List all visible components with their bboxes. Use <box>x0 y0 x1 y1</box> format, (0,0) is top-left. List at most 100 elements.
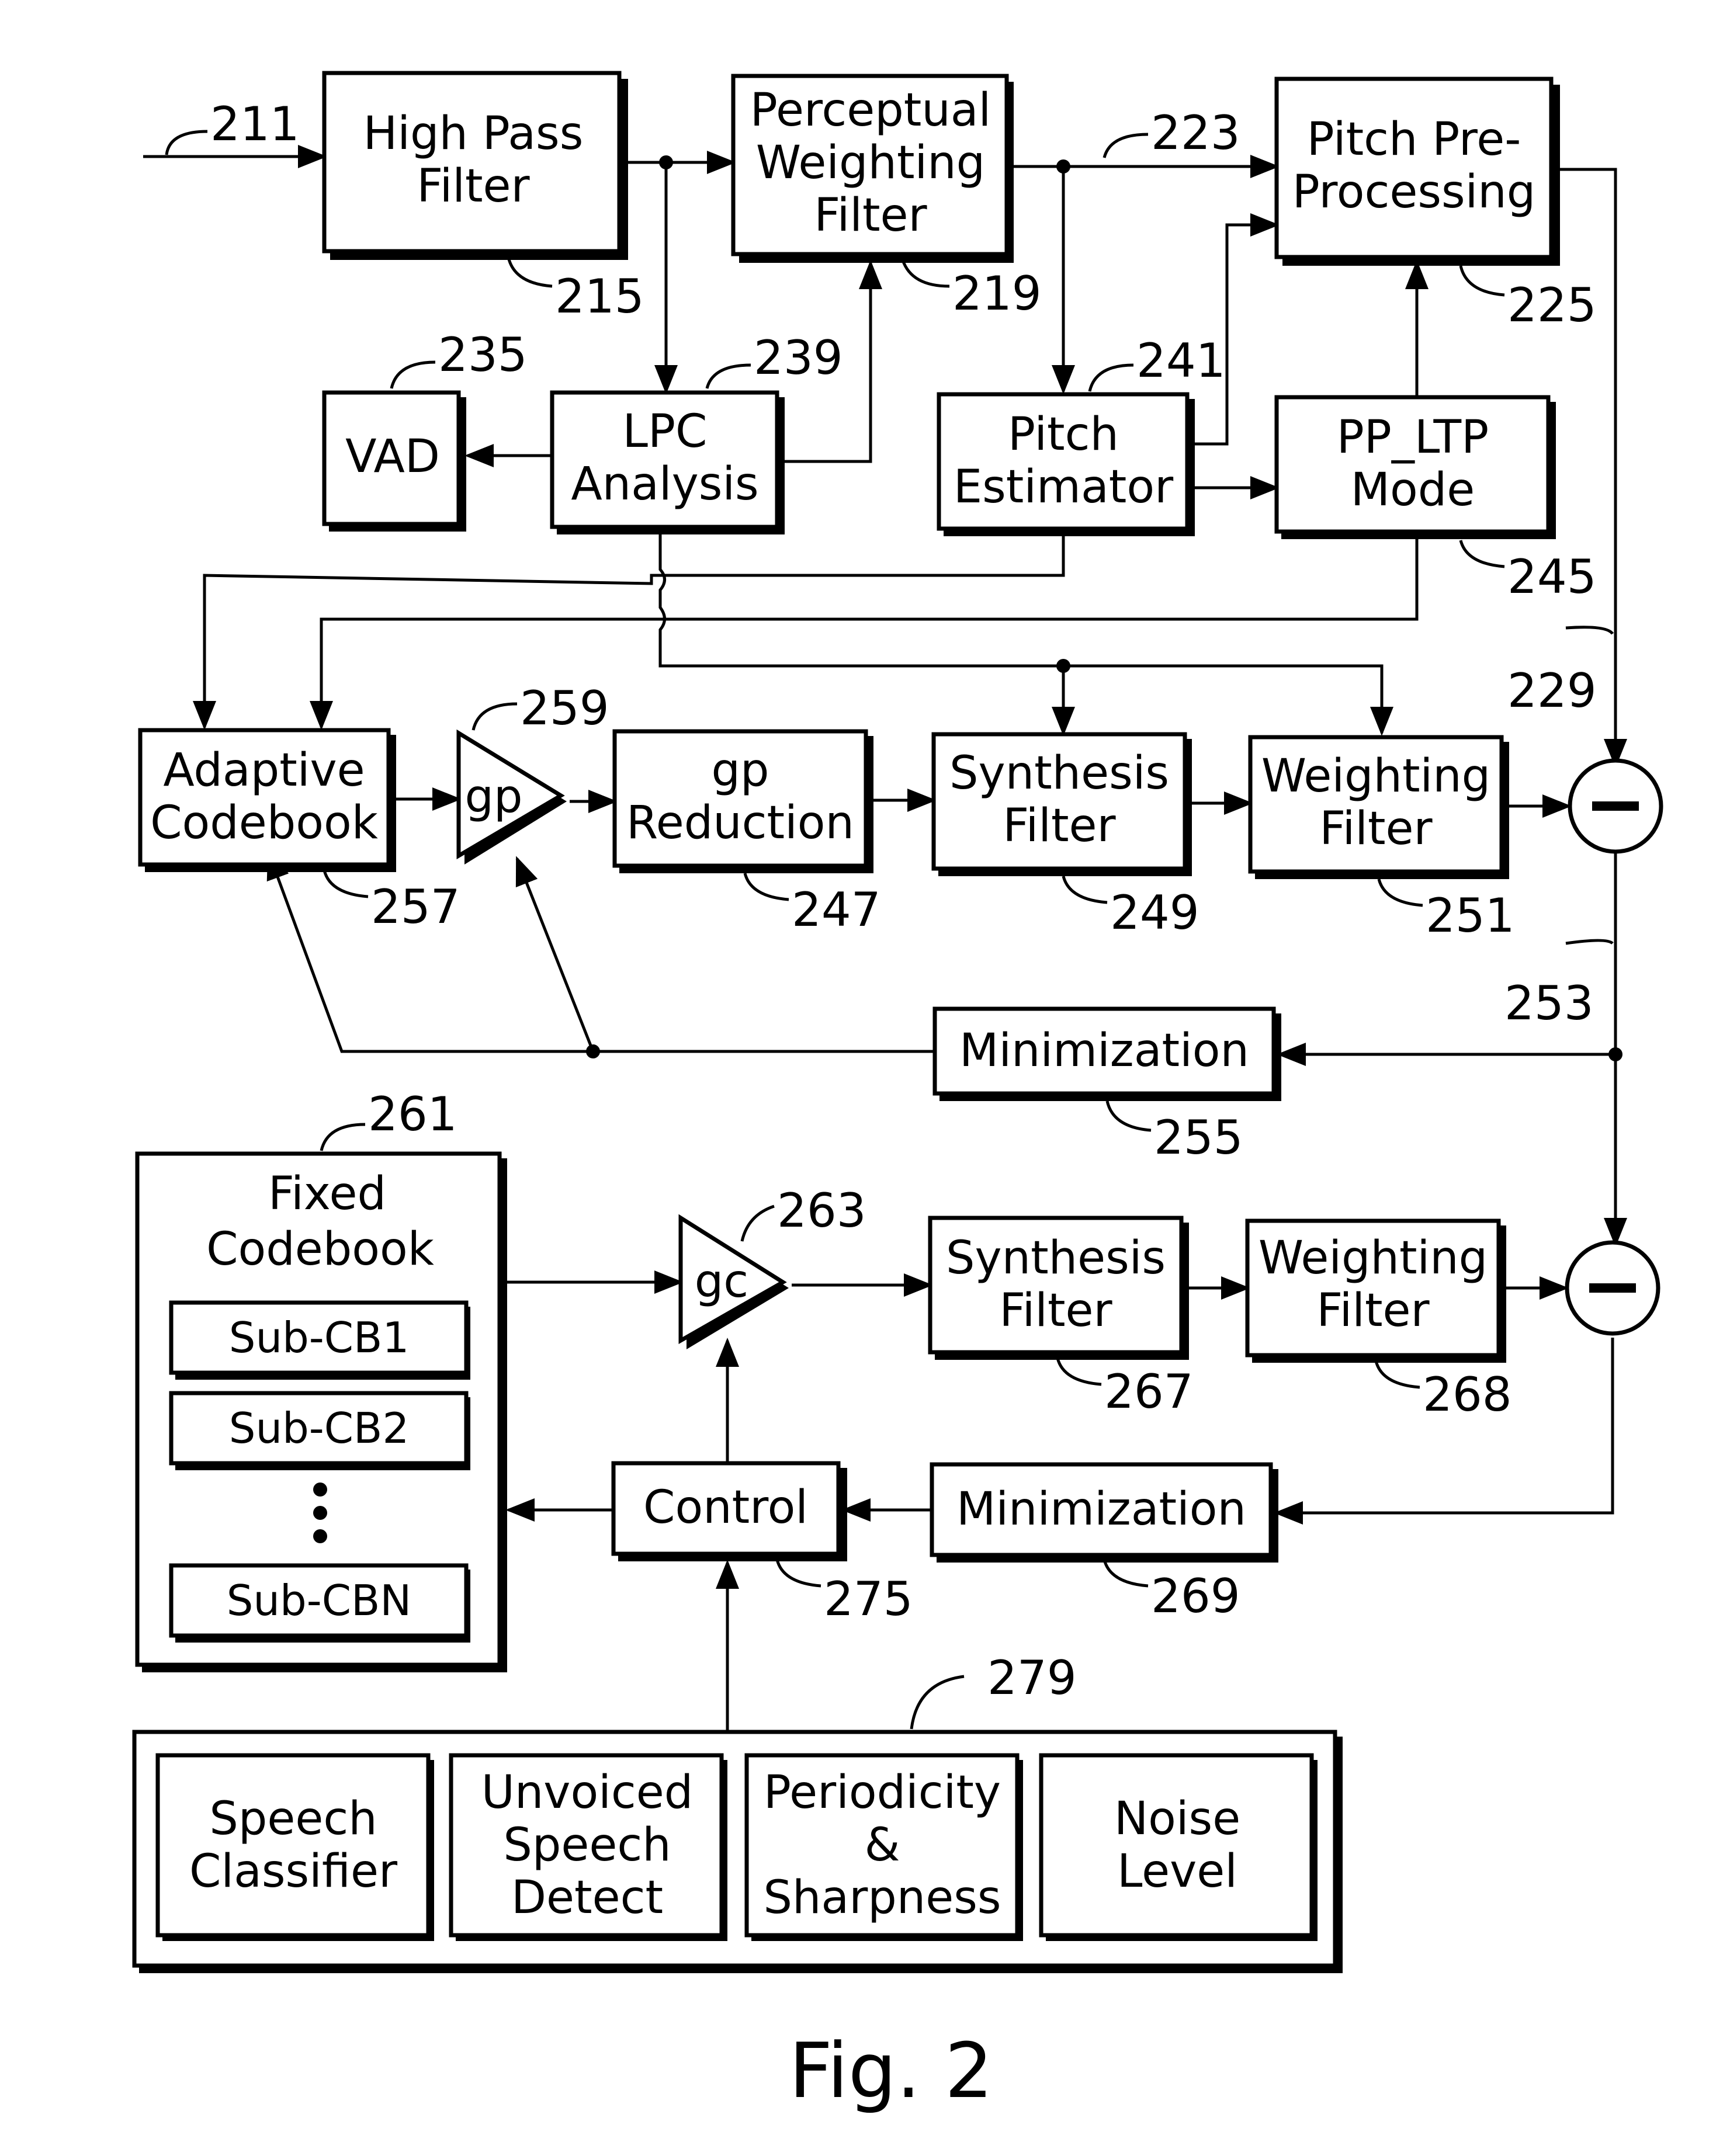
vad-block: VAD <box>322 390 466 532</box>
ref-251: 251 <box>1426 888 1515 943</box>
ellipsis-dots <box>313 1483 327 1543</box>
ref-247: 247 <box>792 883 881 937</box>
ppltp-label-1: PP_LTP <box>1337 411 1489 464</box>
weighting-filter-1-block: Weighting Filter <box>1248 735 1509 879</box>
synthesis-filter-1-block: Synthesis Filter <box>931 732 1192 876</box>
reference-labels: 211 215 219 223 225 235 239 241 245 229 … <box>165 97 1614 1730</box>
leader-269 <box>1103 1559 1149 1588</box>
synthesis-filter-2-block: Synthesis Filter <box>928 1216 1189 1360</box>
leader-251 <box>1377 879 1423 907</box>
wf2-label-2: Filter <box>1316 1284 1430 1337</box>
min2-label: Minimization <box>956 1483 1246 1536</box>
leader-268 <box>1374 1360 1420 1389</box>
blocks: High Pass Filter Perceptual Weighting Fi… <box>132 71 1663 1973</box>
wf1-label-1: Weighting <box>1261 750 1490 803</box>
hpf-label-1: High Pass <box>363 107 584 160</box>
leader-245 <box>1459 540 1505 568</box>
pwf-label-1: Perceptual <box>750 84 991 137</box>
lpc-analysis-block: LPC Analysis <box>550 390 785 534</box>
minimization-1-block: Minimization <box>932 1006 1281 1101</box>
ref-259: 259 <box>520 681 609 735</box>
pas-label-3: Sharpness <box>763 1872 1001 1924</box>
ref-257: 257 <box>371 880 460 934</box>
sub-codebook-n: Sub-CBN <box>169 1563 470 1643</box>
pe-label-2: Estimator <box>954 461 1174 513</box>
uvd-label-1: Unvoiced <box>481 1766 693 1819</box>
subtractor-2 <box>1565 1240 1660 1336</box>
control-block: Control <box>611 1461 847 1561</box>
acb-label-1: Adaptive <box>163 744 365 797</box>
fcb-label-1: Fixed <box>268 1168 386 1220</box>
syn1-label-1: Synthesis <box>949 747 1169 800</box>
leader-241 <box>1088 363 1134 392</box>
sub1-label: Sub-CB1 <box>229 1313 410 1362</box>
leader-261 <box>320 1123 366 1151</box>
ref-245: 245 <box>1507 550 1597 604</box>
minus-sign-icon <box>1589 1283 1636 1293</box>
lpc-to-wf1 <box>658 532 1393 736</box>
min1-to-gp <box>515 856 595 1052</box>
leader-247 <box>743 873 789 901</box>
syn1-label-2: Filter <box>1003 800 1116 852</box>
perceptual-weighting-filter-block: Perceptual Weighting Filter <box>731 74 1014 263</box>
ref-223: 223 <box>1151 106 1240 160</box>
high-pass-filter-block: High Pass Filter <box>322 71 628 260</box>
min1-to-acb <box>266 850 935 1053</box>
wf1-label-2: Filter <box>1319 803 1433 855</box>
pwf-label-3: Filter <box>814 189 927 242</box>
leader-225 <box>1459 265 1505 297</box>
leader-211 <box>165 130 208 155</box>
pitch-preprocessing-block: Pitch Pre- Processing <box>1274 77 1560 266</box>
lpc-label-2: Analysis <box>571 458 758 511</box>
pe-to-ppp <box>1192 213 1280 446</box>
lpc-to-pwf <box>780 260 882 463</box>
ref-241: 241 <box>1136 334 1226 388</box>
gpr-label-1: gp <box>711 744 769 797</box>
junction-dot <box>1056 659 1070 673</box>
junction-dot <box>586 1044 600 1058</box>
ref-269: 269 <box>1151 1569 1240 1623</box>
ref-219: 219 <box>952 266 1042 321</box>
noise-level-block: Noise Level <box>1039 1753 1318 1941</box>
ref-249: 249 <box>1110 886 1199 940</box>
subtractor-1 <box>1568 758 1663 854</box>
leader-257 <box>323 870 369 898</box>
ppp-to-sub1 <box>1557 168 1627 768</box>
ref-263: 263 <box>777 1183 866 1238</box>
unvoiced-speech-detect-block: Unvoiced Speech Detect <box>449 1753 727 1941</box>
ref-253: 253 <box>1504 976 1594 1030</box>
leader-229 <box>1565 626 1614 635</box>
lpc-label-1: LPC <box>623 405 708 458</box>
ref-255: 255 <box>1154 1110 1243 1165</box>
leader-235 <box>390 360 436 389</box>
ref-215: 215 <box>555 269 644 324</box>
classifier-group-block: Speech Classifier Unvoiced Speech Detect… <box>132 1730 1343 1973</box>
sub-codebook-1: Sub-CB1 <box>169 1300 470 1380</box>
weighting-filter-2-block: Weighting Filter <box>1245 1218 1506 1363</box>
figure-title: Fig. 2 <box>789 2026 993 2115</box>
pitch-estimator-block: Pitch Estimator <box>937 392 1195 536</box>
minimization-2-block: Minimization <box>930 1462 1278 1563</box>
hpf-label-2: Filter <box>417 160 530 213</box>
ppp-label-1: Pitch Pre- <box>1307 113 1521 166</box>
min1-label: Minimization <box>959 1025 1249 1077</box>
ref-261: 261 <box>368 1087 457 1141</box>
acb-label-2: Codebook <box>150 797 378 849</box>
ref-267: 267 <box>1104 1365 1194 1419</box>
ppltp-mode-block: PP_LTP Mode <box>1274 395 1556 539</box>
nl-label-1: Noise <box>1114 1793 1240 1845</box>
fixed-codebook-block: Fixed Codebook Sub-CB1 Sub-CB2 Sub-CBN <box>135 1151 507 1672</box>
pas-label-2: & <box>865 1819 900 1872</box>
leader-215 <box>507 256 553 288</box>
sc-label-2: Classifier <box>189 1845 398 1898</box>
gp-label: gp <box>464 770 522 823</box>
sub2-to-min2 <box>1274 1338 1614 1525</box>
gpr-label-2: Reduction <box>626 797 854 849</box>
ref-279: 279 <box>987 1651 1077 1705</box>
leader-249 <box>1062 876 1108 904</box>
syn2-label-2: Filter <box>999 1284 1112 1337</box>
ppltp-label-2: Mode <box>1351 464 1475 516</box>
uvd-label-3: Detect <box>511 1872 663 1924</box>
gp-reduction-block: gp Reduction <box>612 729 873 873</box>
